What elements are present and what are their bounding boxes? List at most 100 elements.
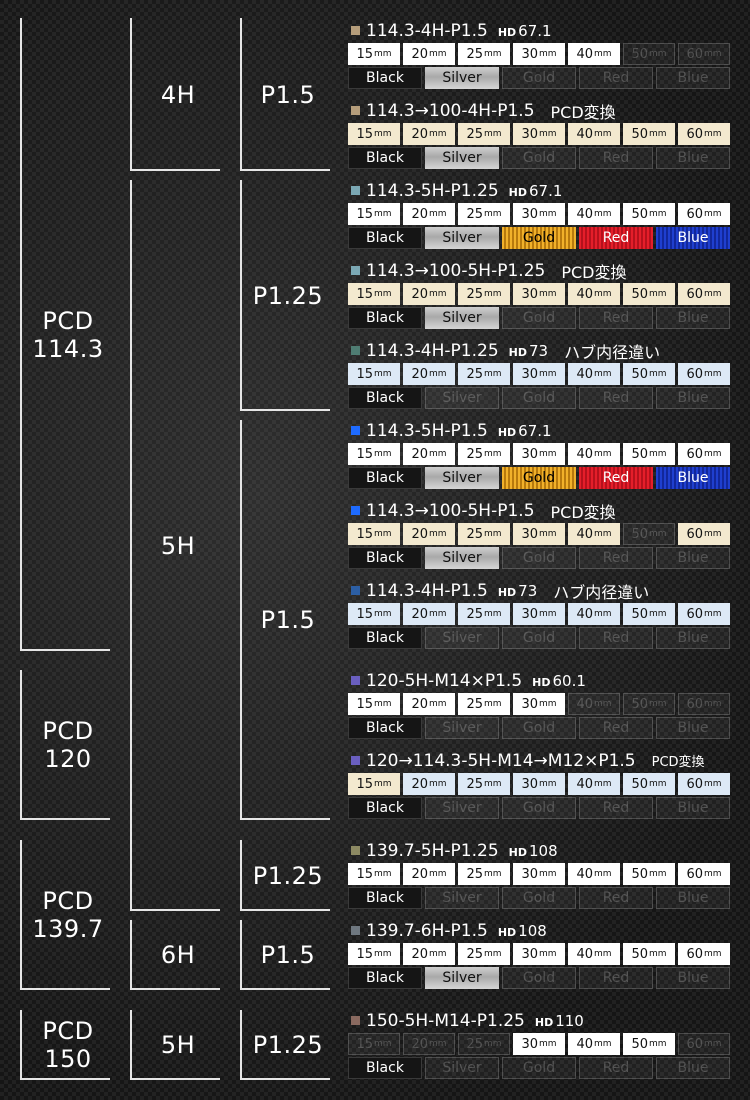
color-chip-black[interactable]: Black	[348, 797, 422, 819]
color-chip-silver[interactable]: Silver	[425, 307, 499, 329]
color-chip-silver[interactable]: Silver	[425, 227, 499, 249]
color-chip-silver[interactable]: Silver	[425, 147, 499, 169]
color-chip-silver[interactable]: Silver	[425, 467, 499, 489]
color-chip-blue[interactable]: Blue	[656, 467, 730, 489]
color-chip-black[interactable]: Black	[348, 147, 422, 169]
color-chip-black[interactable]: Black	[348, 967, 422, 989]
color-chip-black[interactable]: Black	[348, 227, 422, 249]
color-chip-gold[interactable]: Gold	[502, 467, 576, 489]
color-chip-black[interactable]: Black	[348, 887, 422, 909]
color-chip-black[interactable]: Black	[348, 1057, 422, 1079]
color-chip-black[interactable]: Black	[348, 467, 422, 489]
color-chip-black[interactable]: Black	[348, 627, 422, 649]
color-chip-black[interactable]: Black	[348, 307, 422, 329]
color-chip-black[interactable]: Black	[348, 717, 422, 739]
color-chip-red[interactable]: Red	[579, 467, 653, 489]
color-chip-black[interactable]: Black	[348, 387, 422, 409]
color-chip-gold[interactable]: Gold	[502, 227, 576, 249]
color-chip-silver[interactable]: Silver	[425, 67, 499, 89]
color-chip-red[interactable]: Red	[579, 227, 653, 249]
color-chip-silver[interactable]: Silver	[425, 547, 499, 569]
color-chip-silver[interactable]: Silver	[425, 967, 499, 989]
color-chip-blue[interactable]: Blue	[656, 227, 730, 249]
color-chip-black[interactable]: Black	[348, 547, 422, 569]
